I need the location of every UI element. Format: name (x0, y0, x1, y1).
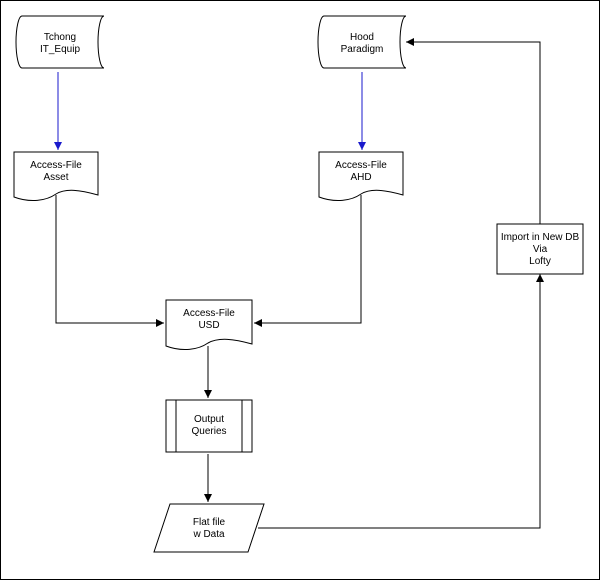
node-access-file-ahd: Access-File AHD (318, 151, 404, 202)
node-label-line: Flat file (193, 517, 226, 528)
node-label-line: Import in New DB (501, 232, 580, 243)
data-shape (153, 503, 265, 553)
node-label-line: USD (198, 320, 219, 331)
node-label-line: Hood (350, 32, 374, 43)
stored-data-shape (15, 15, 105, 69)
node-label-line: Queries (191, 426, 226, 437)
process-shape (496, 223, 584, 275)
node-hood-paradigm: Hood Paradigm (317, 15, 407, 69)
node-flat-file-w-data: Flat file w Data (153, 503, 265, 553)
edge-flat-file-to-import-db (258, 274, 544, 529)
stored-data-shape (317, 15, 407, 69)
node-import-new-db: Import in New DB Via Lofty (496, 223, 584, 275)
node-label-line: Asset (43, 172, 68, 183)
node-label-line: Access-File (183, 308, 235, 319)
node-label-line: Output (194, 414, 224, 425)
document-shape (318, 151, 404, 202)
node-label-line: AHD (350, 172, 371, 183)
predefined-process-shape (165, 399, 253, 453)
edges (54, 38, 544, 529)
node-label-line: Paradigm (341, 44, 384, 55)
node-label-line: Access-File (30, 160, 82, 171)
node-tchong-it-equip: Tchong IT_Equip (15, 15, 105, 69)
node-label-line: Lofty (529, 256, 551, 267)
node-label-line: Via (533, 244, 548, 255)
node-output-queries: Output Queries (165, 399, 253, 453)
edge-access-ahd-to-access-usd (254, 195, 362, 327)
edge-import-db-to-hood (406, 38, 541, 224)
node-label-line: Access-File (335, 160, 387, 171)
node-label-line: IT_Equip (40, 44, 80, 55)
edge-access-asset-to-access-usd (55, 195, 164, 327)
document-shape (165, 299, 253, 351)
node-access-file-asset: Access-File Asset (13, 151, 99, 202)
node-label-line: Tchong (44, 32, 76, 43)
node-access-file-usd: Access-File USD (165, 299, 253, 351)
node-label-line: w Data (192, 529, 225, 540)
document-shape (13, 151, 99, 202)
